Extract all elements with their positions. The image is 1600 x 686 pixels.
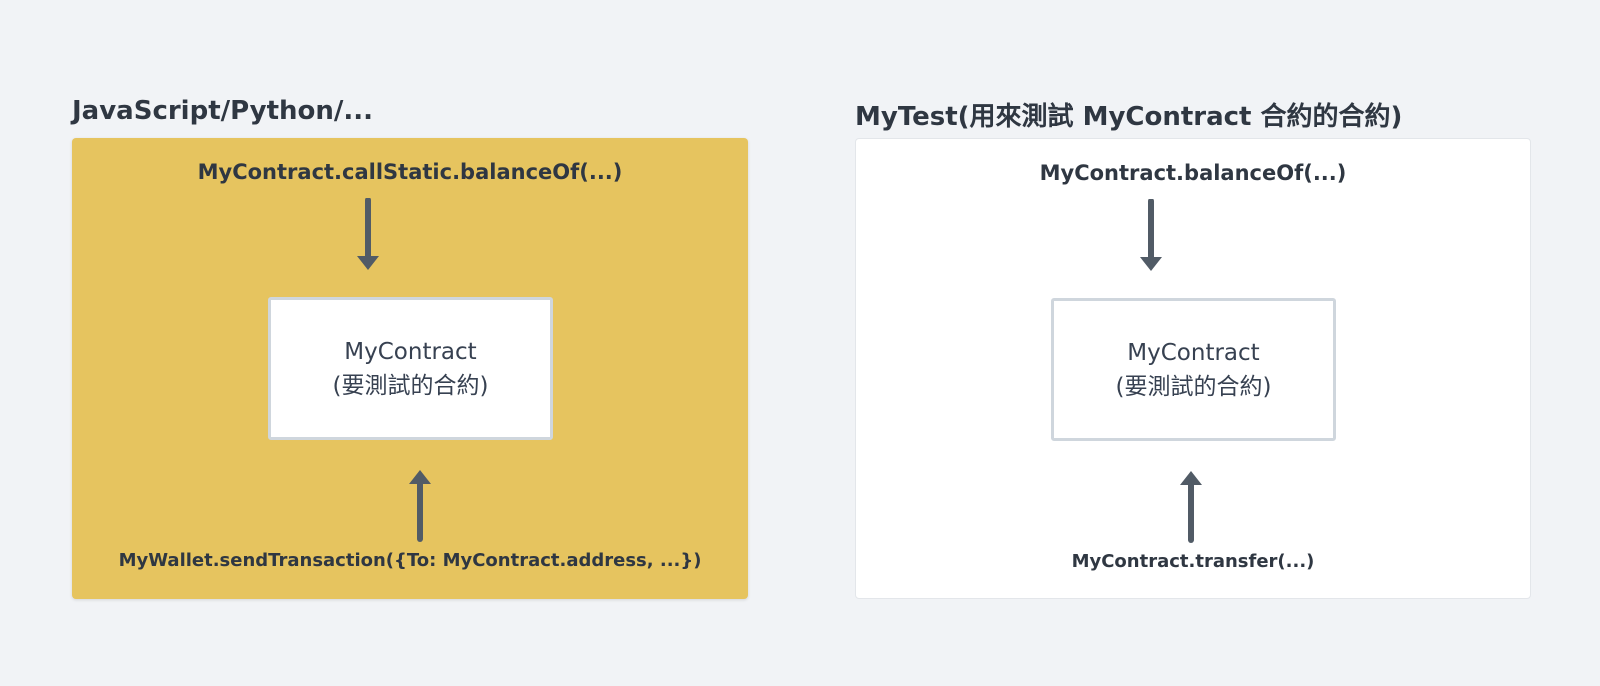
left-contract-name: MyContract bbox=[344, 338, 477, 365]
right-panel-title: MyTest(用來測試 MyContract 合約的合約) bbox=[855, 102, 1403, 132]
right-panel: MyContract.balanceOf(...) MyContract (要測… bbox=[855, 138, 1531, 599]
left-contract-box: MyContract (要測試的合約) bbox=[268, 297, 553, 440]
arrow-up-icon bbox=[1180, 471, 1202, 543]
right-contract-box: MyContract (要測試的合約) bbox=[1051, 298, 1336, 441]
left-top-call-label: MyContract.callStatic.balanceOf(...) bbox=[197, 160, 623, 184]
arrow-up-icon bbox=[409, 470, 431, 542]
right-contract-note: (要測試的合約) bbox=[1115, 373, 1272, 400]
left-bottom-call-label: MyWallet.sendTransaction({To: MyContract… bbox=[118, 550, 702, 571]
left-contract-note: (要測試的合約) bbox=[332, 372, 489, 399]
arrow-down-icon bbox=[357, 198, 379, 270]
right-top-call-label: MyContract.balanceOf(...) bbox=[1039, 161, 1347, 185]
left-panel-title: JavaScript/Python/... bbox=[72, 96, 374, 126]
arrow-down-icon bbox=[1140, 199, 1162, 271]
right-bottom-call-label: MyContract.transfer(...) bbox=[1071, 551, 1315, 572]
left-panel: MyContract.callStatic.balanceOf(...) MyC… bbox=[72, 138, 748, 599]
right-contract-name: MyContract bbox=[1127, 339, 1260, 366]
